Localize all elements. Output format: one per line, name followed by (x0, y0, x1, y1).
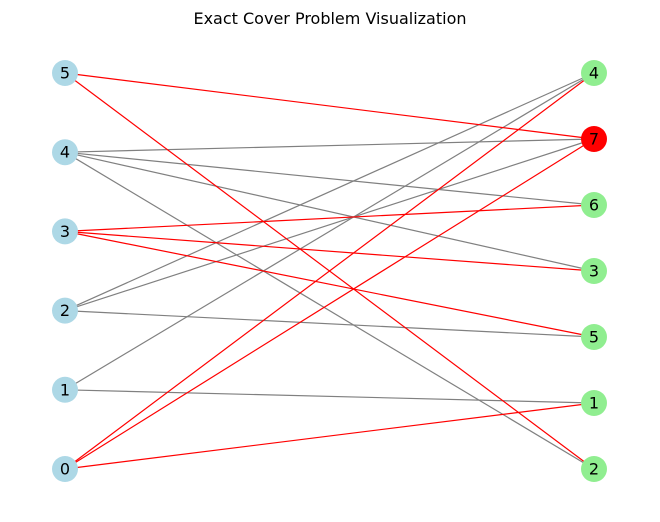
edge-4-6 (64, 151, 595, 206)
left-node-circle (52, 376, 78, 403)
right-node-3[interactable]: 3 (581, 258, 607, 284)
left-node-label: 2 (60, 301, 70, 320)
right-node-label: 6 (589, 196, 599, 215)
edges-layer (64, 72, 595, 470)
right-node-2[interactable]: 2 (581, 456, 607, 482)
edge-1-4 (64, 72, 595, 391)
edge-3-6 (64, 204, 595, 232)
nodes-layer: 5 4 3 2 1 0 4 7 6 3 5 1 2 (52, 60, 607, 482)
right-node-label: 7 (589, 130, 599, 149)
edge-4-2 (64, 151, 595, 470)
edge-5-7 (64, 72, 595, 140)
edge-2-5 (64, 310, 595, 338)
edge-1-1 (64, 389, 595, 404)
right-node-circle (581, 456, 607, 482)
right-node-1[interactable]: 1 (581, 390, 607, 416)
left-node-1[interactable]: 1 (52, 376, 78, 403)
right-node-circle (581, 192, 607, 218)
edge-4-3 (64, 151, 595, 272)
right-node-5[interactable]: 5 (581, 324, 607, 350)
edge-3-3 (64, 230, 595, 272)
graph-title: Exact Cover Problem Visualization (193, 9, 466, 28)
left-node-label: 4 (60, 143, 70, 162)
left-node-circle (52, 60, 78, 86)
left-node-label: 5 (60, 64, 70, 83)
right-node-circle (581, 324, 607, 350)
right-node-circle (581, 390, 607, 416)
left-node-label: 3 (60, 222, 70, 241)
right-node-circle (581, 126, 607, 152)
right-node-circle (581, 60, 607, 86)
right-node-label: 2 (589, 460, 599, 479)
edge-4-7 (64, 138, 595, 153)
edge-2-4 (64, 72, 595, 312)
left-node-label: 1 (60, 380, 70, 399)
right-node-6[interactable]: 6 (581, 192, 607, 218)
left-node-label: 0 (60, 460, 70, 479)
edge-0-7 (64, 138, 595, 470)
edge-2-7 (64, 138, 595, 312)
left-node-3[interactable]: 3 (52, 218, 78, 245)
edge-0-1 (64, 402, 595, 470)
right-node-label: 5 (589, 328, 599, 347)
right-node-label: 3 (589, 262, 599, 281)
edge-0-4 (64, 72, 595, 470)
left-node-circle (52, 297, 78, 324)
right-node-circle (581, 258, 607, 284)
right-node-label: 4 (589, 64, 599, 83)
edge-3-5 (64, 230, 595, 338)
right-node-4[interactable]: 4 (581, 60, 607, 86)
left-node-4[interactable]: 4 (52, 139, 78, 166)
left-node-2[interactable]: 2 (52, 297, 78, 324)
left-node-circle (52, 218, 78, 245)
left-node-5[interactable]: 5 (52, 60, 78, 86)
left-node-circle (52, 456, 78, 482)
left-node-0[interactable]: 0 (52, 456, 78, 482)
right-node-label: 1 (589, 394, 599, 413)
right-node-7[interactable]: 7 (581, 126, 607, 152)
left-node-circle (52, 139, 78, 166)
